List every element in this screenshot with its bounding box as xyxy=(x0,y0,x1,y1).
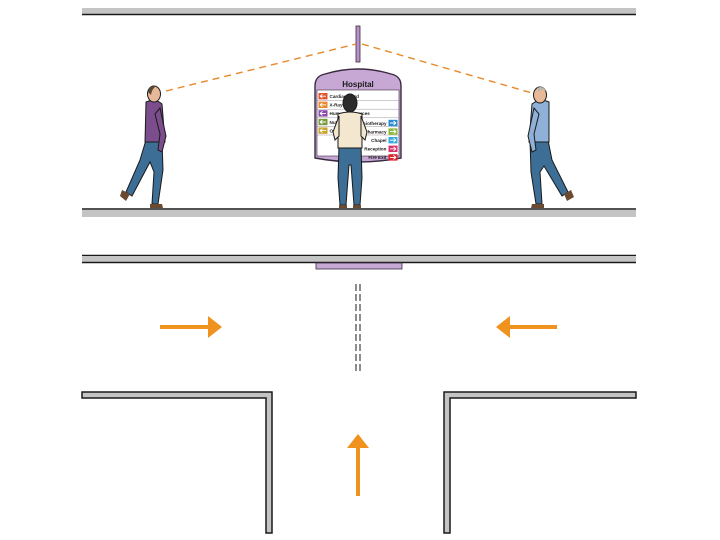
arrow-right-icon xyxy=(388,154,398,161)
arrow-from-left-icon xyxy=(160,316,222,338)
sign-item-label: X-Ray xyxy=(330,103,343,108)
sign-mount xyxy=(355,25,361,63)
person-left-arm xyxy=(154,106,167,153)
arrow-right-icon xyxy=(388,128,398,135)
sign-item-label: Cardiac Ward xyxy=(330,94,360,99)
floor xyxy=(82,210,636,217)
person-walking-left xyxy=(120,85,167,208)
plan-top-wall xyxy=(82,256,636,262)
person-center-shoes xyxy=(339,205,361,208)
sign-title: Hospital xyxy=(342,80,374,89)
sign-row-right: Pharmacy xyxy=(365,128,398,135)
sign-item-label: Chapel xyxy=(371,138,386,143)
arrow-right-icon xyxy=(388,119,398,127)
person-reading-sign xyxy=(332,93,368,208)
arrow-left-icon xyxy=(318,110,328,117)
person-right-hair xyxy=(537,87,546,92)
person-center-arm-left xyxy=(332,115,340,141)
person-right-head xyxy=(533,86,547,104)
sign-item-label: Reception xyxy=(364,147,386,152)
person-right-arm xyxy=(527,106,540,153)
plan-wall-right-room xyxy=(443,391,637,534)
arrow-left-icon xyxy=(318,118,328,126)
sign-right-column: PhysiotherapyPharmacyChapelReceptionFire… xyxy=(355,119,398,161)
plan-wall-left-room xyxy=(81,391,273,534)
arrow-from-right-icon xyxy=(496,316,557,338)
arrow-left-icon xyxy=(318,127,328,134)
sign-row-left: Cardiac Ward xyxy=(317,93,399,101)
sign-row-right: Reception xyxy=(364,145,398,152)
person-left-legs xyxy=(125,139,164,205)
arrow-from-below-icon xyxy=(347,434,369,496)
person-left-shoes xyxy=(120,190,163,208)
plan-view xyxy=(81,254,637,534)
person-center-legs xyxy=(337,145,363,206)
person-center-torso xyxy=(337,111,363,149)
person-right-legs xyxy=(529,139,569,205)
person-left-hair xyxy=(148,85,157,95)
arrow-left-icon xyxy=(318,93,328,100)
person-walking-right xyxy=(527,86,574,208)
arrow-left-icon xyxy=(318,101,328,108)
sign-item-label: Physiotherapy xyxy=(355,121,387,126)
ceiling xyxy=(82,8,636,14)
sign-row-right: Chapel xyxy=(371,137,398,144)
sightline-right xyxy=(361,43,533,94)
plan-sign xyxy=(315,262,403,270)
person-right-shoes xyxy=(531,190,574,208)
person-center-arm-right xyxy=(360,115,368,141)
sign-row-right: Fire Exit xyxy=(368,154,398,161)
sign-row-left: X-Ray xyxy=(317,101,399,110)
sightline-left xyxy=(165,43,357,92)
person-center-head xyxy=(342,93,358,113)
arrow-right-icon xyxy=(388,145,398,152)
sign-item-label: Fire Exit xyxy=(368,155,387,160)
arrow-right-icon xyxy=(388,137,398,144)
sign-item-label: Pharmacy xyxy=(365,129,387,134)
sign-row-right: Physiotherapy xyxy=(355,119,398,127)
